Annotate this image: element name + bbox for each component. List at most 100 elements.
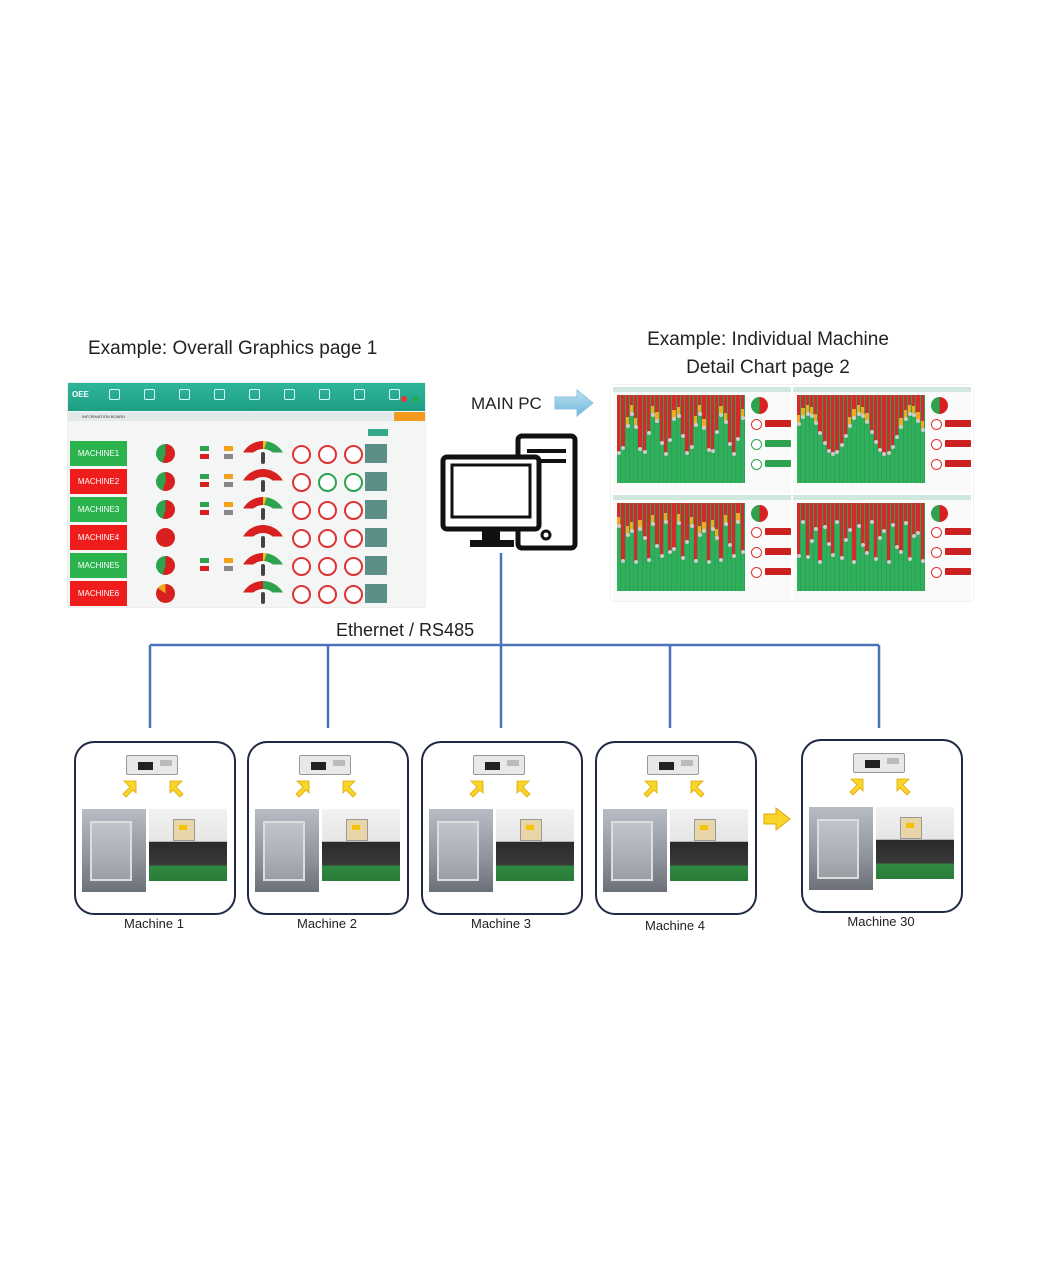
up-arrow-icon — [896, 778, 911, 796]
chart-point — [676, 520, 681, 525]
chart-bar-segment — [629, 503, 634, 533]
chart-bar-segment — [856, 395, 860, 416]
chart-bar — [676, 523, 680, 591]
nav-item[interactable] — [95, 387, 133, 409]
chart-bar-segment — [663, 513, 668, 524]
chart-bar-segment — [839, 503, 843, 559]
chart-bar-segment — [835, 395, 839, 453]
small-action-button[interactable] — [368, 429, 388, 436]
machine-box[interactable] — [421, 741, 583, 915]
chart-bar-segment — [715, 395, 719, 433]
status-pills — [178, 500, 234, 520]
chart-point — [629, 529, 634, 534]
chart-point — [715, 429, 720, 434]
machine-detail-button[interactable] — [365, 500, 387, 519]
chart-bar-segment — [736, 395, 740, 440]
chart-bar-segment — [895, 395, 899, 439]
plc-device-icon — [126, 755, 178, 775]
stacked-bar-chart — [797, 395, 925, 483]
machine-detail-button[interactable] — [365, 584, 387, 603]
machine-status-tile[interactable]: MACHINE3 — [70, 497, 127, 522]
chart-bar — [629, 415, 634, 483]
kpi-ring — [292, 529, 311, 548]
nav-item[interactable] — [200, 387, 238, 409]
chart-bar-segment — [676, 407, 680, 418]
nav-item[interactable] — [130, 387, 168, 409]
machine-detail-button[interactable] — [365, 528, 387, 547]
chart-bar-segment — [710, 519, 715, 530]
section-bar: INFORMATION BOARD — [68, 412, 425, 421]
chart-bar — [890, 447, 895, 483]
chart-bar — [685, 543, 689, 591]
chart-bar — [848, 530, 852, 591]
status-pills — [178, 556, 234, 576]
chart-bar — [865, 554, 869, 591]
machine-label: Machine 2 — [297, 916, 357, 931]
nav-item[interactable] — [165, 387, 203, 409]
oee-pie — [931, 505, 948, 522]
chart-bar-segment — [668, 503, 672, 554]
nav-item[interactable] — [340, 387, 378, 409]
settings-button[interactable] — [394, 412, 425, 421]
machine-label: Machine 4 — [645, 918, 705, 933]
oee-pie — [156, 444, 175, 463]
machine-box[interactable] — [595, 741, 757, 915]
oee-pie — [156, 528, 175, 547]
chart-point — [689, 523, 694, 528]
nav-item[interactable] — [375, 387, 413, 409]
chart-bar — [843, 540, 848, 591]
chart-bar-segment — [826, 503, 831, 545]
machine-status-tile[interactable]: MACHINE1 — [70, 441, 127, 466]
machine-status-tile[interactable]: MACHINE4 — [70, 525, 127, 550]
machine-detail-button[interactable] — [365, 444, 387, 463]
chart-bar-segment — [685, 503, 689, 544]
machine-box[interactable] — [801, 739, 963, 913]
machine-status-tile[interactable]: MACHINE2 — [70, 469, 127, 494]
chart-bar-segment — [621, 503, 625, 563]
chart-point — [818, 559, 823, 564]
chart-bar-segment — [886, 503, 890, 563]
chart-bar-segment — [710, 395, 715, 453]
chart-point — [839, 443, 844, 448]
machine-status-tile[interactable]: MACHINE5 — [70, 553, 127, 578]
nav-item[interactable] — [235, 387, 273, 409]
language-flag-icon[interactable] — [401, 396, 407, 402]
chart-bar — [706, 562, 710, 591]
chart-point — [920, 427, 925, 432]
chart-bar — [719, 561, 723, 591]
chart-bar-segment — [903, 503, 907, 524]
chart-point — [638, 526, 643, 531]
status-ring — [931, 527, 942, 538]
chart-point — [814, 526, 819, 531]
chart-point — [668, 438, 673, 443]
chart-bar-segment — [706, 503, 710, 563]
machine-box[interactable] — [247, 741, 409, 915]
nav-item[interactable] — [270, 387, 308, 409]
nav-item[interactable] — [305, 387, 343, 409]
machine-detail-button[interactable] — [365, 472, 387, 491]
status-pill — [765, 420, 791, 427]
chart-bar — [710, 452, 715, 483]
status-ring — [931, 419, 942, 430]
chart-bar-segment — [890, 503, 895, 526]
up-arrow-icon — [122, 780, 137, 798]
chart-bar-segment — [634, 417, 638, 428]
chart-bar-segment — [676, 503, 680, 524]
chart-bar-segment — [736, 513, 740, 524]
kpi-ring — [318, 473, 337, 492]
chart-bar-segment — [797, 503, 801, 557]
chart-bar — [835, 523, 839, 591]
chart-point — [710, 449, 715, 454]
machine-status-tile[interactable]: MACHINE6 — [70, 581, 127, 606]
chart-point — [861, 413, 865, 418]
chart-bar-segment — [672, 395, 676, 420]
stacked-bar-chart — [797, 503, 925, 591]
chart-point — [698, 533, 703, 538]
machine-box[interactable] — [74, 741, 236, 915]
logout-icon[interactable] — [412, 396, 418, 402]
chart-bar — [727, 445, 732, 483]
chart-bar-segment — [719, 503, 723, 562]
machine-detail-button[interactable] — [365, 556, 387, 575]
chart-bar-segment — [698, 526, 702, 537]
chart-bar-segment — [839, 395, 843, 447]
